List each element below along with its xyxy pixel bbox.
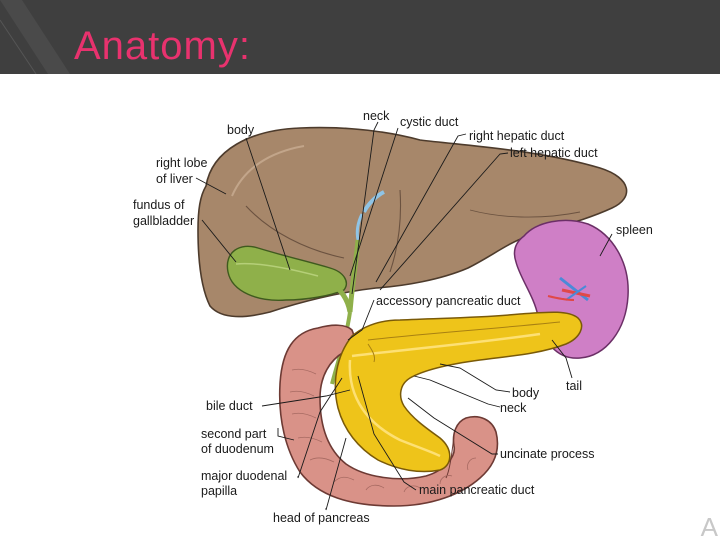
label-fundus-line1: fundus of: [133, 198, 185, 212]
corner-mark: A: [701, 514, 718, 540]
label-neck-top: neck: [363, 109, 390, 123]
slide-title: Anatomy:: [74, 22, 251, 70]
label-left-hepatic-duct: left hepatic duct: [510, 146, 598, 160]
label-tail: tail: [566, 379, 582, 393]
label-bile-duct: bile duct: [206, 399, 253, 413]
label-major-papilla-line2: papilla: [201, 484, 237, 498]
label-accessory-pancreatic-duct: accessory pancreatic duct: [376, 294, 521, 308]
label-fundus-line2: gallbladder: [133, 214, 194, 228]
label-uncinate-process: uncinate process: [500, 447, 595, 461]
label-pancreas-body: body: [512, 386, 540, 400]
label-head-of-pancreas: head of pancreas: [273, 511, 370, 525]
label-second-part-line2: of duodenum: [201, 442, 274, 456]
label-pancreas-neck: neck: [500, 401, 527, 415]
label-second-part-line1: second part: [201, 427, 267, 441]
title-bar: Anatomy:: [0, 0, 720, 74]
label-main-pancreatic-duct: main pancreatic duct: [419, 483, 535, 497]
anatomy-diagram: body neck cystic duct right hepatic duct…: [0, 74, 720, 540]
label-spleen: spleen: [616, 223, 653, 237]
label-body: body: [227, 123, 255, 137]
label-cystic-duct: cystic duct: [400, 115, 459, 129]
label-major-papilla-line1: major duodenal: [201, 469, 287, 483]
label-right-hepatic-duct: right hepatic duct: [469, 129, 565, 143]
figure-caption-fragment: [120, 531, 640, 540]
label-right-lobe-line1: right lobe: [156, 156, 207, 170]
label-right-lobe-line2: of liver: [156, 172, 193, 186]
